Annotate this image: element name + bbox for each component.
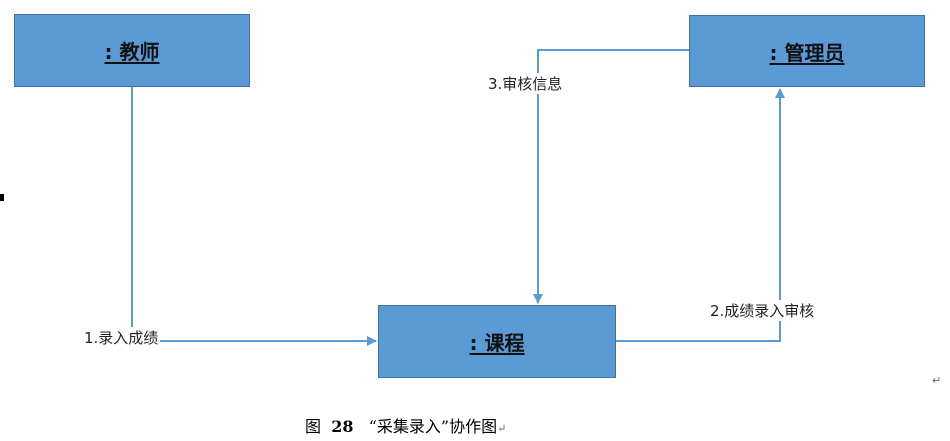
object-admin[interactable]: : 管理员 [689,15,925,87]
connector-record-scores [131,87,377,346]
caption-prefix: 图 [305,417,322,436]
caption-title: “采集录入”协作图 [368,417,498,436]
object-course[interactable]: : 课程 [378,305,616,378]
message-label-3: 3.审核信息 [486,73,565,94]
object-teacher[interactable]: : 教师 [14,14,250,87]
margin-mark [0,194,4,201]
object-admin-label: : 管理员 [769,40,845,65]
paragraph-mark-icon: ↵ [932,374,942,387]
connector-review-request [616,88,785,342]
caption-return-icon: ↵ [497,422,507,435]
message-label-2: 2.成绩录入审核 [708,300,817,321]
message-label-1: 1.录入成绩 [82,327,161,348]
figure-caption: 图 28 “采集录入”协作图↵ [305,413,506,437]
object-course-label: : 课程 [469,331,525,355]
object-teacher-label: : 教师 [104,40,160,64]
connector-review-info [533,49,689,304]
caption-number: 28 [331,417,354,436]
